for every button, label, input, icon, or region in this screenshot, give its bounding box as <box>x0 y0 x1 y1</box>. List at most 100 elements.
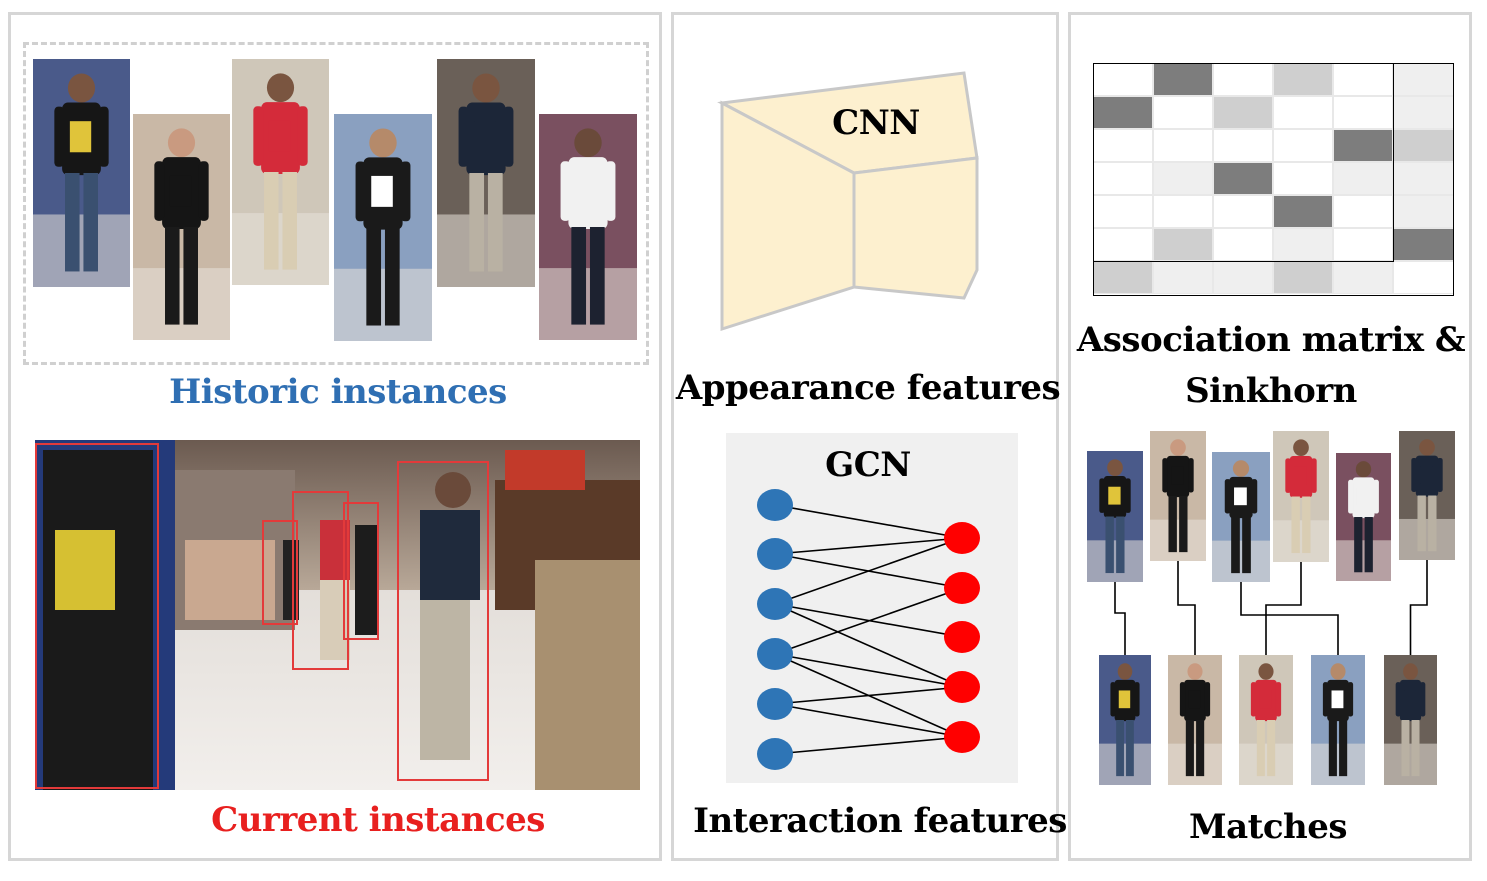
bbox-person-5 <box>397 461 489 781</box>
matrix-cell <box>1153 228 1213 261</box>
gcn-edge <box>774 653 963 688</box>
match-connectors <box>1114 560 1428 655</box>
matrix-cell <box>1393 195 1454 228</box>
gcn-node-current <box>944 572 980 604</box>
match-historic-4 <box>1273 431 1329 562</box>
matrix-cell <box>1273 195 1333 228</box>
matrix-cell <box>1213 162 1273 195</box>
matrix-cell <box>1153 162 1213 195</box>
matrix-cell <box>1333 129 1393 162</box>
association-label-line1: Association matrix & <box>1076 320 1466 360</box>
match-connector <box>1177 561 1196 655</box>
matrix-cell <box>1213 261 1273 294</box>
match-historic-1 <box>1087 451 1143 582</box>
matrix-cell <box>1213 63 1273 96</box>
match-current-3 <box>1239 655 1293 785</box>
bbox-person-4 <box>343 502 379 640</box>
historic-person-1 <box>33 59 130 287</box>
matrix-cell <box>1273 63 1333 96</box>
match-historic-5 <box>1336 453 1391 581</box>
gcn-node-current <box>944 671 980 703</box>
match-historic-3 <box>1212 452 1270 582</box>
gcn-edge <box>774 537 963 605</box>
matrix-cell <box>1333 195 1393 228</box>
historic-person-2 <box>133 114 230 340</box>
match-current-4 <box>1311 655 1365 785</box>
historic-instances-label: Historic instances <box>169 372 507 412</box>
association-matrix <box>1093 63 1454 296</box>
gcn-graph <box>757 489 980 770</box>
matrix-cell <box>1213 129 1273 162</box>
gcn-node-historic <box>757 538 793 570</box>
matrix-cell <box>1273 96 1333 129</box>
matrix-cell <box>1273 261 1333 294</box>
match-historic-2 <box>1150 431 1206 561</box>
gcn-label: GCN <box>825 445 911 485</box>
gcn-node-historic <box>757 688 793 720</box>
matrix-cell <box>1093 195 1153 228</box>
gcn-node-current <box>944 522 980 554</box>
match-historic-6 <box>1399 431 1455 560</box>
association-panel: Association matrix & Sinkhorn <box>1068 12 1472 861</box>
matrix-cell <box>1273 129 1333 162</box>
matrix-cell <box>1333 96 1393 129</box>
gcn-node-current <box>944 721 980 753</box>
bbox-person-1 <box>35 443 159 789</box>
matrix-cell <box>1153 63 1213 96</box>
matrix-cell <box>1333 228 1393 261</box>
association-label-line2: Sinkhorn <box>1185 371 1357 411</box>
bbox-person-3 <box>292 491 349 670</box>
gcn-node-historic <box>757 489 793 521</box>
match-connector <box>1265 562 1302 655</box>
cnn-label: CNN <box>832 103 920 143</box>
historic-person-4 <box>334 114 432 341</box>
matrix-cell <box>1273 228 1333 261</box>
matrix-cell <box>1093 261 1153 294</box>
gcn-edge <box>774 686 963 705</box>
matrix-cell <box>1093 162 1153 195</box>
matrix-cell <box>1213 195 1273 228</box>
gcn-node-current <box>944 621 980 653</box>
matrix-cell <box>1093 228 1153 261</box>
bbox-person-2 <box>262 520 298 625</box>
interaction-features-label: Interaction features <box>693 801 1067 841</box>
historic-current-panel: Historic instances <box>8 12 662 861</box>
matrix-cell <box>1153 96 1213 129</box>
gcn-node-historic <box>757 588 793 620</box>
current-instances-label: Current instances <box>211 800 545 840</box>
match-connector <box>1409 560 1428 655</box>
match-current-5 <box>1384 655 1437 785</box>
historic-person-6 <box>539 114 637 340</box>
gcn-node-historic <box>757 738 793 770</box>
features-panel: CNN Appearance features GCN Interaction … <box>671 12 1067 861</box>
match-connector <box>1240 582 1339 655</box>
match-connector <box>1114 582 1126 655</box>
cnn-shape <box>717 71 979 332</box>
matrix-cell <box>1153 129 1213 162</box>
historic-person-3 <box>232 59 329 285</box>
matrix-cell <box>1213 228 1273 261</box>
matrix-cell <box>1273 162 1333 195</box>
gcn-edge <box>774 587 963 655</box>
gcn-edge <box>774 736 963 755</box>
historic-instances-frame <box>23 42 649 365</box>
match-current-1 <box>1099 655 1151 785</box>
gcn-box: GCN <box>726 433 1018 783</box>
matrix-cell <box>1333 162 1393 195</box>
gcn-node-historic <box>757 638 793 670</box>
matches-label: Matches <box>1188 807 1348 847</box>
matches-diagram <box>1071 425 1475 795</box>
matrix-cell <box>1093 129 1153 162</box>
gcn-edge <box>774 504 963 539</box>
matrix-cell <box>1393 228 1454 261</box>
historic-person-5 <box>437 59 535 287</box>
matrix-cell <box>1213 96 1273 129</box>
matrix-cell <box>1393 162 1454 195</box>
appearance-features-label: Appearance features <box>675 368 1061 408</box>
gcn-edge <box>774 537 963 555</box>
matrix-cell <box>1153 195 1213 228</box>
matrix-core-border <box>1093 63 1394 262</box>
matrix-cell <box>1093 96 1153 129</box>
current-scene-image <box>35 440 640 790</box>
match-current-2 <box>1168 655 1222 785</box>
